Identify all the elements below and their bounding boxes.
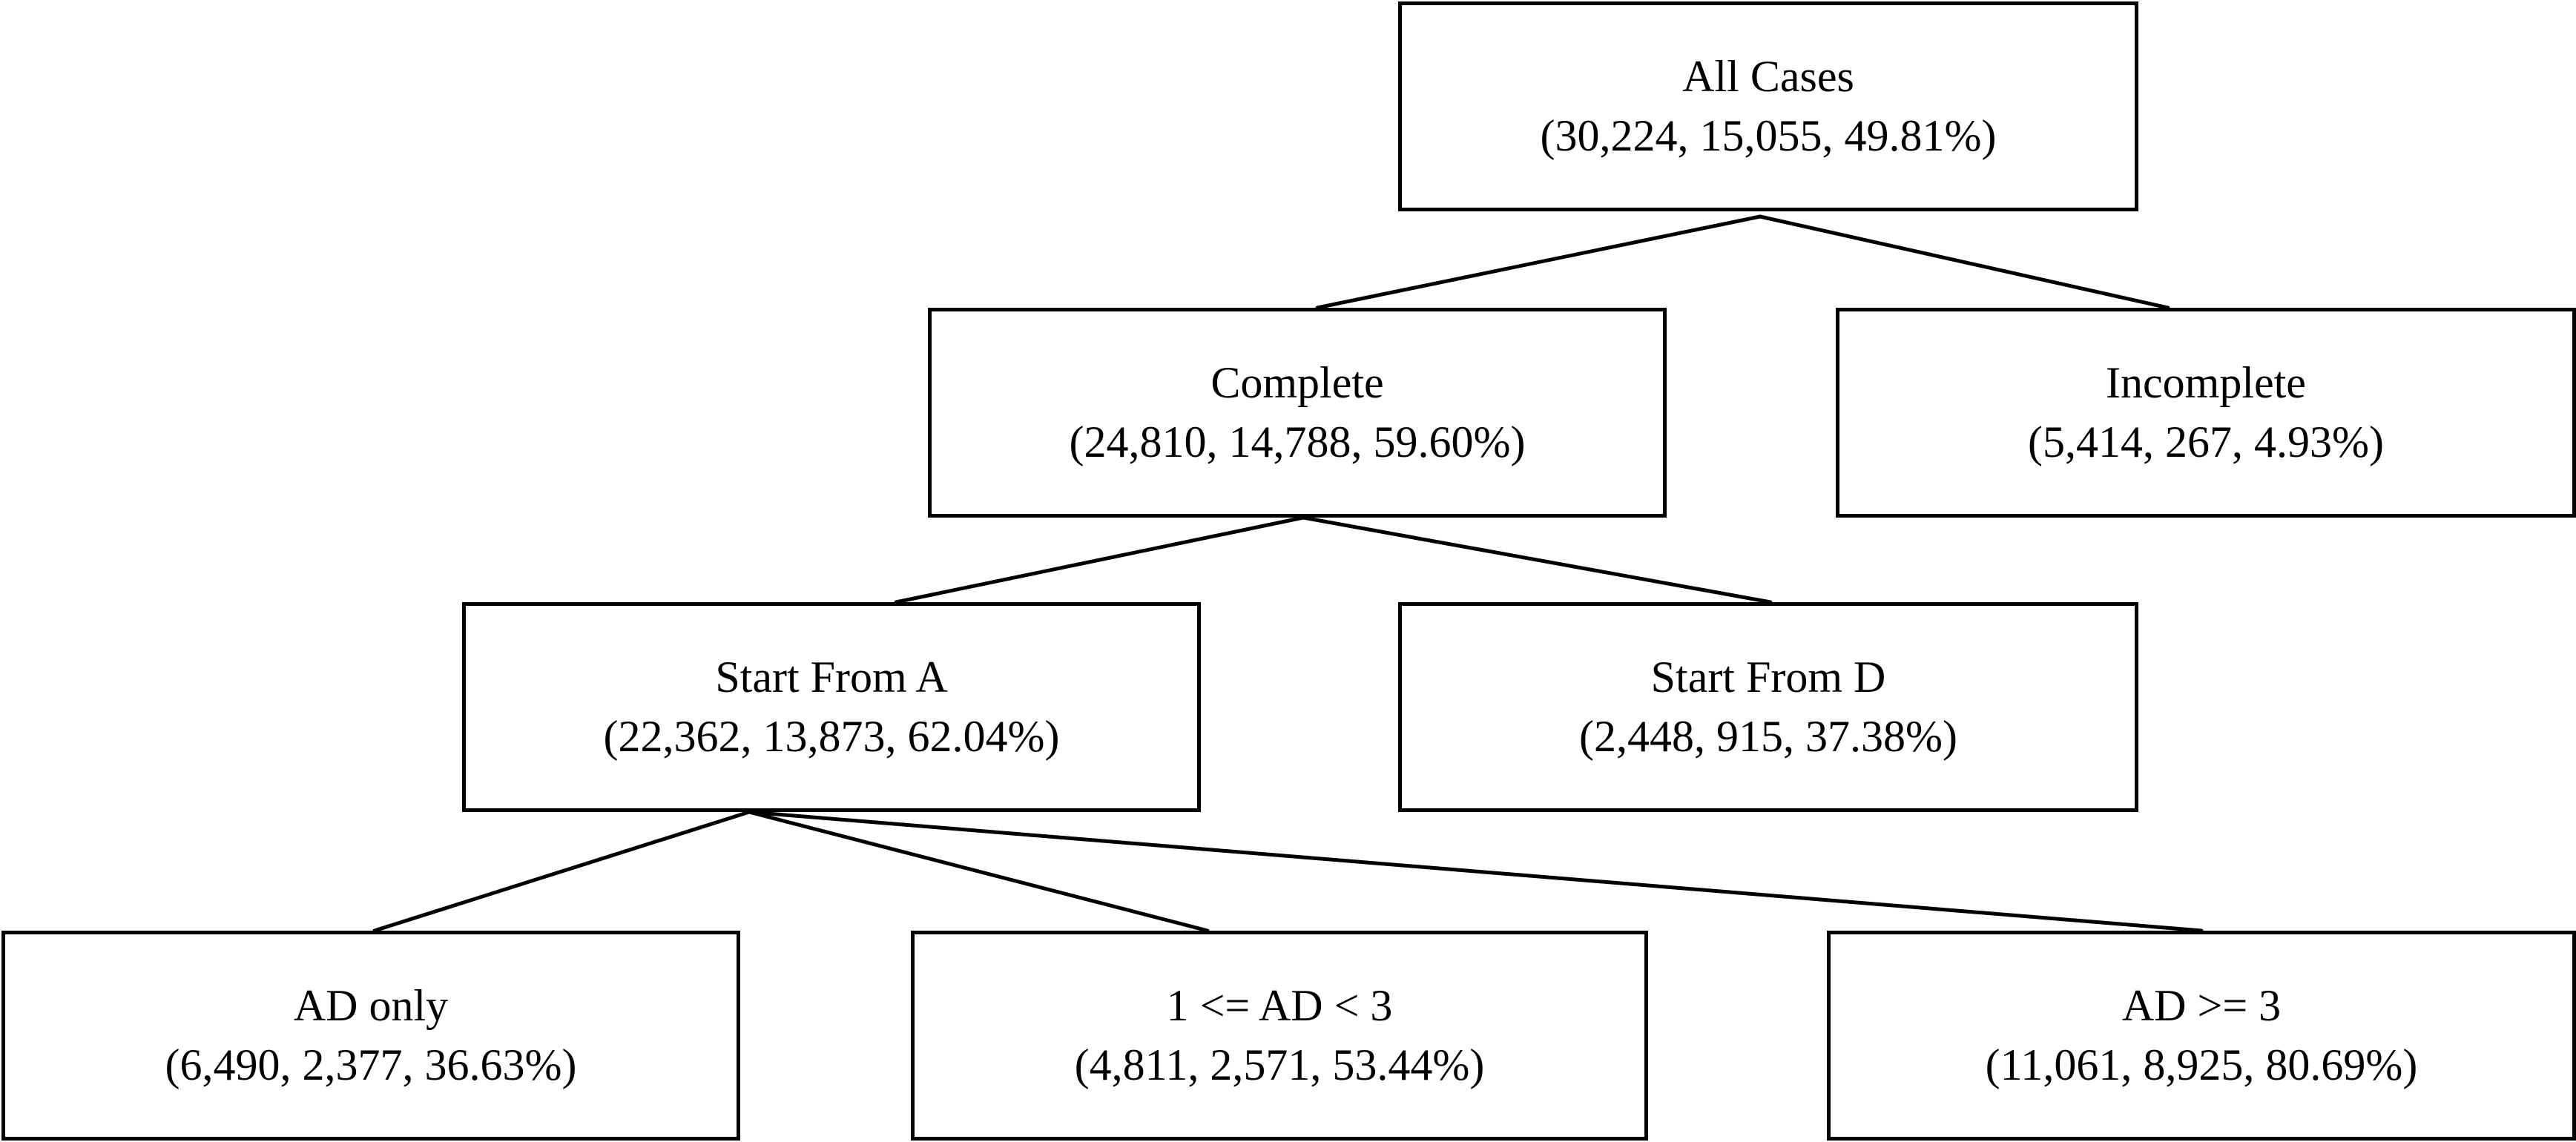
node-label: AD >= 3	[2121, 981, 2282, 1031]
node-label: Complete	[1210, 358, 1384, 408]
edge-start-a-ad-ge-3	[747, 810, 2204, 933]
node-start-from-d: Start From D (2,448, 915, 37.38%)	[1398, 602, 2138, 812]
node-label: All Cases	[1682, 52, 1854, 102]
edge-root-complete	[1315, 214, 1762, 310]
edge-root-incomplete	[1758, 214, 2170, 310]
node-all-cases: All Cases (30,224, 15,055, 49.81%)	[1398, 1, 2138, 211]
node-stats: (11,061, 8,925, 80.69%)	[1985, 1040, 2418, 1089]
node-stats: (6,490, 2,377, 36.63%)	[165, 1040, 577, 1089]
node-complete: Complete (24,810, 14,788, 59.60%)	[928, 308, 1667, 518]
node-stats: (24,810, 14,788, 59.60%)	[1069, 417, 1526, 466]
node-stats: (4,811, 2,571, 53.44%)	[1074, 1040, 1485, 1089]
node-label: 1 <= AD < 3	[1166, 981, 1393, 1031]
edge-start-a-ad-1-3	[747, 810, 1210, 933]
node-label: AD only	[293, 981, 449, 1031]
node-label: Start From D	[1650, 653, 1886, 702]
node-label: Incomplete	[2106, 358, 2306, 408]
edge-start-a-ad-only	[372, 810, 751, 933]
node-start-from-a: Start From A (22,362, 13,873, 62.04%)	[462, 602, 1201, 812]
node-ad-between-1-and-3: 1 <= AD < 3 (4,811, 2,571, 53.44%)	[911, 931, 1648, 1141]
edge-complete-start-a	[894, 515, 1305, 604]
node-ad-only: AD only (6,490, 2,377, 36.63%)	[1, 931, 740, 1141]
node-stats: (30,224, 15,055, 49.81%)	[1540, 110, 1997, 160]
node-ad-at-least-3: AD >= 3 (11,061, 8,925, 80.69%)	[1827, 931, 2576, 1141]
node-stats: (2,448, 915, 37.38%)	[1579, 711, 1957, 761]
node-incomplete: Incomplete (5,414, 267, 4.93%)	[1836, 308, 2576, 518]
edge-complete-start-d	[1301, 515, 1773, 604]
node-label: Start From A	[715, 653, 948, 702]
node-stats: (5,414, 267, 4.93%)	[2028, 417, 2384, 466]
node-stats: (22,362, 13,873, 62.04%)	[603, 711, 1060, 761]
